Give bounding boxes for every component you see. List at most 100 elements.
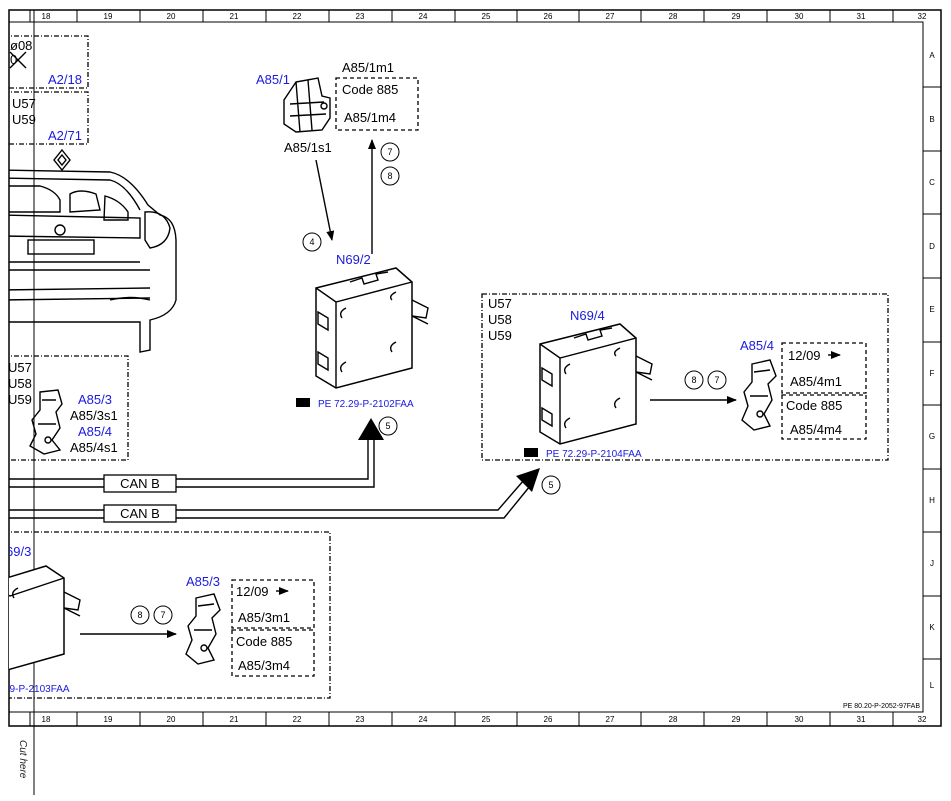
col-top-32: 32 [918, 12, 927, 21]
can-b-buses: CAN B CAN B 5 [9, 418, 561, 523]
diamond-icon [53, 148, 71, 172]
a85-4m1-label: A85/4m1 [790, 374, 842, 389]
col-bottom-30: 30 [795, 715, 804, 724]
row-h: H [929, 496, 935, 505]
top-left-group: ø08 0 A2/18 U57 U59 A2/71 [9, 35, 89, 172]
a2-71-label: A2/71 [48, 128, 82, 143]
col-bottom-18: 18 [42, 715, 51, 724]
step-8-label-bottom: 8 [137, 610, 142, 620]
col-bottom-25: 25 [482, 715, 491, 724]
a85-1m1-label: A85/1m1 [342, 60, 394, 75]
left-middle-box [9, 355, 129, 461]
a2-71-box [9, 91, 89, 145]
right-code-u57: U57 [488, 296, 512, 311]
n69-4-ref: PE 72.29-P-2104FAA [546, 449, 642, 460]
n69-2-group: N69/2 PE 72.29-P-2102FAA 5 [296, 252, 429, 436]
bottom-left-group: 69/3 29-P-2103FAA 8 7 A85/3 12/09 A85/3m… [9, 531, 331, 699]
row-g: G [929, 432, 935, 441]
right-code-u59: U59 [488, 328, 512, 343]
row-j: J [930, 559, 934, 568]
col-top-20: 20 [167, 12, 176, 21]
a85-4m1-box [781, 342, 867, 394]
col-top-29: 29 [732, 12, 741, 21]
right-dashed-box [481, 293, 889, 461]
col-bottom-32: 32 [918, 715, 927, 724]
reference-hand-icon-right [524, 448, 538, 457]
col-bottom-22: 22 [293, 715, 302, 724]
doc-reference: PE 80.20-P-2052-97FAB [843, 703, 920, 710]
left-code-u57: U57 [8, 360, 32, 375]
row-f: F [930, 369, 935, 378]
can-b-label-1: CAN B [120, 476, 160, 491]
control-unit-n69-4 [539, 323, 653, 445]
col-bottom-26: 26 [544, 715, 553, 724]
a85-4-label-right: A85/4 [740, 338, 774, 353]
col-top-21: 21 [230, 12, 239, 21]
control-unit-n69-2 [315, 267, 429, 389]
bottom-left-box [9, 531, 331, 699]
door-lock-actuator-left [29, 389, 63, 455]
right-code-u58: U58 [488, 312, 512, 327]
left-code-u59: U59 [8, 392, 32, 407]
a85-4-label-left: A85/4 [78, 424, 112, 439]
a85-4m4-label: A85/4m4 [790, 422, 842, 437]
col-top-30: 30 [795, 12, 804, 21]
a85-4s1-label: A85/4s1 [70, 440, 118, 455]
step-8-label: 8 [387, 171, 392, 181]
inner-border [8, 21, 924, 713]
door-lock-actuator-a85-4 [741, 359, 777, 431]
row-l: L [930, 681, 935, 690]
a85-1m4-code-box [335, 77, 419, 131]
col-bottom-31: 31 [857, 715, 866, 724]
vehicle-rear-view [9, 169, 177, 353]
col-bottom-19: 19 [104, 715, 113, 724]
a85-3s1-label: A85/3s1 [70, 408, 118, 423]
step-4-label: 4 [309, 237, 314, 247]
step-7-label-bottom: 7 [160, 610, 165, 620]
door-lock-actuator-a85-3 [185, 593, 221, 665]
col-top-24: 24 [419, 12, 428, 21]
row-d: D [929, 242, 935, 251]
col-top-26: 26 [544, 12, 553, 21]
a85-1-label: A85/1 [256, 72, 290, 87]
a2-18-code-label-2: 0 [10, 52, 17, 67]
col-bottom-27: 27 [606, 715, 615, 724]
col-bottom-29: 29 [732, 715, 741, 724]
a85-3m4-box [231, 629, 315, 677]
row-k: K [929, 623, 935, 632]
step-8-marker-bottom [130, 605, 150, 625]
col-bottom-23: 23 [356, 715, 365, 724]
col-bottom-21: 21 [230, 715, 239, 724]
arrow-head-can-to-n69-4 [516, 468, 540, 492]
step-7-marker [380, 142, 400, 162]
col-bottom-20: 20 [167, 715, 176, 724]
col-top-19: 19 [104, 12, 113, 21]
row-c: C [929, 178, 935, 187]
a85-3-label-bottom: A85/3 [186, 574, 220, 589]
control-unit-n69-3 [9, 565, 81, 671]
col-top-28: 28 [669, 12, 678, 21]
left-code-u58: U58 [8, 376, 32, 391]
col-top-31: 31 [857, 12, 866, 21]
a85-3m1-label: A85/3m1 [238, 610, 290, 625]
row-a: A [929, 51, 935, 60]
a85-3m1-box [231, 579, 315, 629]
step-8-label-right: 8 [691, 375, 696, 385]
door-lock-actuator-a85-1 [283, 77, 331, 133]
col-bottom-24: 24 [419, 715, 428, 724]
n69-2-ref: PE 72.29-P-2102FAA [318, 399, 414, 410]
step-8-marker [380, 166, 400, 186]
right-n69-4-group: U57 U58 U59 N69/4 PE 72.29-P-2104FAA 8 7… [481, 293, 889, 461]
a2-18-box [9, 35, 89, 89]
col-top-22: 22 [293, 12, 302, 21]
drawing-frame: 18 19 20 21 22 23 24 25 26 27 28 29 30 3… [8, 9, 942, 795]
step-8-marker-right [684, 370, 704, 390]
a2-18-label: A2/18 [48, 72, 82, 87]
cross-icon [9, 51, 27, 69]
arrow-a85-1s1-to-n69-2 [315, 159, 335, 241]
cut-here-label: Cut here [17, 740, 28, 779]
step-7-label-right: 7 [714, 375, 719, 385]
n69-2-label: N69/2 [336, 252, 371, 267]
date-12-09-right: 12/09 [788, 348, 821, 363]
